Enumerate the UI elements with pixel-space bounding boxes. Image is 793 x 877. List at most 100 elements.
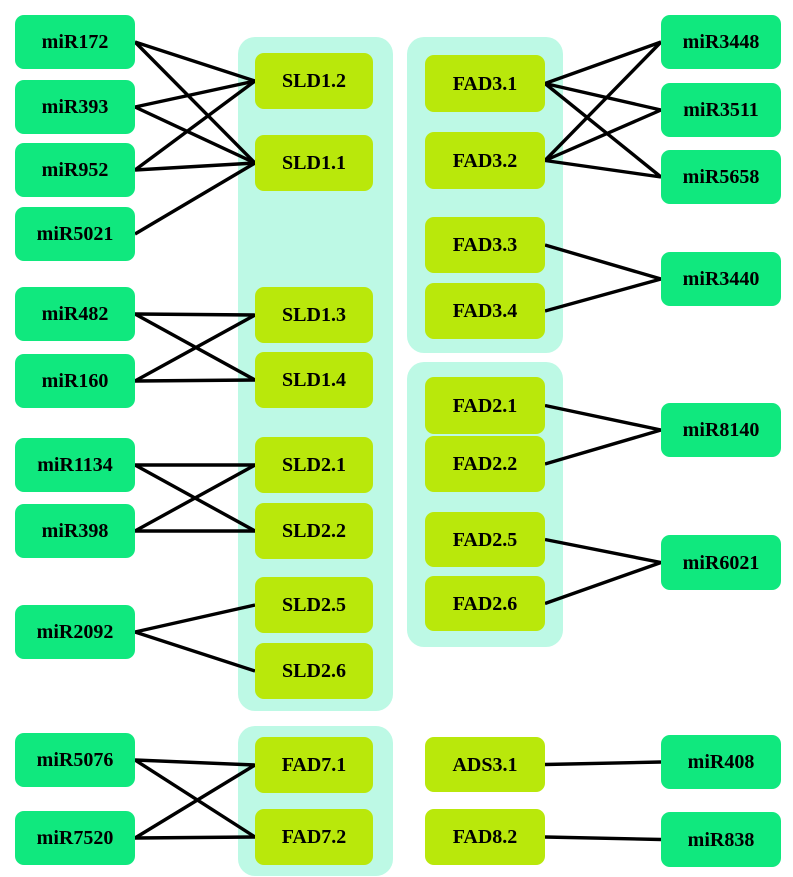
- node-label: miR3448: [682, 31, 760, 53]
- node-label: miR408: [687, 751, 755, 773]
- node-miR160[interactable]: miR160: [15, 354, 135, 408]
- node-miR8140[interactable]: miR8140: [661, 403, 781, 457]
- node-label: miR2092: [36, 621, 114, 643]
- node-FAD3.4[interactable]: FAD3.4: [425, 283, 545, 339]
- edge-FAD3.2-miR5658: [544, 158, 662, 179]
- node-miR393[interactable]: miR393: [15, 80, 135, 134]
- node-label: miR952: [41, 159, 109, 181]
- node-SLD1.4[interactable]: SLD1.4: [255, 352, 373, 408]
- node-FAD7.1[interactable]: FAD7.1: [255, 737, 373, 793]
- node-label: miR1134: [37, 454, 113, 476]
- node-label: miR393: [41, 96, 109, 118]
- node-label: FAD8.2: [452, 826, 518, 848]
- node-label: miR5658: [682, 166, 760, 188]
- node-label: FAD7.2: [281, 826, 347, 848]
- node-miR3448[interactable]: miR3448: [661, 15, 781, 69]
- node-label: FAD2.1: [452, 394, 518, 417]
- node-SLD2.1[interactable]: SLD2.1: [255, 437, 373, 493]
- node-FAD2.2[interactable]: FAD2.2: [425, 436, 545, 492]
- node-label: FAD2.5: [452, 528, 518, 551]
- node-miR5076[interactable]: miR5076: [15, 733, 135, 787]
- node-label: miR5021: [36, 223, 114, 245]
- node-label: SLD2.1: [282, 454, 346, 476]
- node-miR398[interactable]: miR398: [15, 504, 135, 558]
- node-ADS3.1[interactable]: ADS3.1: [425, 737, 545, 792]
- edge-miR2092-SLD2.5: [134, 603, 256, 634]
- node-FAD8.2[interactable]: FAD8.2: [425, 809, 545, 865]
- node-label: miR5076: [36, 749, 114, 771]
- node-SLD2.5[interactable]: SLD2.5: [255, 577, 373, 633]
- node-label: miR160: [41, 370, 109, 392]
- edge-miR5076-FAD7.1: [134, 758, 256, 767]
- node-FAD2.5[interactable]: FAD2.5: [425, 512, 545, 567]
- node-miR838[interactable]: miR838: [661, 812, 781, 867]
- node-label: miR3511: [683, 99, 759, 121]
- node-miR3511[interactable]: miR3511: [661, 83, 781, 137]
- node-miR408[interactable]: miR408: [661, 735, 781, 789]
- node-miR7520[interactable]: miR7520: [15, 811, 135, 865]
- node-label: miR6021: [682, 551, 760, 574]
- node-FAD7.2[interactable]: FAD7.2: [255, 809, 373, 865]
- node-label: FAD3.4: [452, 300, 518, 322]
- edge-FAD3.2-miR3448: [543, 40, 663, 162]
- node-label: miR7520: [36, 827, 114, 849]
- node-label: miR398: [41, 520, 109, 542]
- edge-FAD2.1-miR8140: [544, 403, 662, 432]
- node-label: miR172: [41, 31, 109, 53]
- edge-miR2092-SLD2.6: [134, 630, 256, 673]
- node-label: SLD2.5: [282, 594, 346, 616]
- node-label: SLD2.6: [282, 660, 346, 682]
- edge-miR7520-FAD7.1: [134, 763, 256, 840]
- node-FAD3.3[interactable]: FAD3.3: [425, 217, 545, 273]
- node-label: FAD3.3: [452, 234, 518, 256]
- edge-miR393-SLD1.1: [134, 105, 256, 165]
- node-label: FAD2.6: [452, 592, 518, 615]
- node-miR172[interactable]: miR172: [15, 15, 135, 69]
- node-label: FAD7.1: [281, 754, 347, 776]
- node-miR2092[interactable]: miR2092: [15, 605, 135, 659]
- node-label: miR8140: [682, 419, 760, 441]
- node-SLD1.2[interactable]: SLD1.2: [255, 53, 373, 109]
- edge-miR172-SLD1.1: [133, 40, 257, 165]
- node-SLD1.3[interactable]: SLD1.3: [255, 287, 373, 343]
- edge-FAD8.2-miR838: [544, 835, 662, 842]
- node-label: ADS3.1: [452, 753, 518, 776]
- node-label: FAD3.2: [452, 149, 518, 172]
- node-miR6021[interactable]: miR6021: [661, 535, 781, 590]
- edge-FAD2.5-miR6021: [544, 537, 662, 565]
- node-miR3440[interactable]: miR3440: [661, 252, 781, 306]
- node-label: SLD1.2: [282, 70, 346, 92]
- node-miR5021[interactable]: miR5021: [15, 207, 135, 261]
- node-miR952[interactable]: miR952: [15, 143, 135, 197]
- node-FAD3.1[interactable]: FAD3.1: [425, 55, 545, 112]
- edge-FAD3.1-miR3448: [544, 40, 662, 86]
- edge-miR952-SLD1.1: [134, 161, 256, 172]
- edge-FAD2.6-miR6021: [544, 560, 662, 606]
- node-label: SLD1.4: [282, 369, 346, 391]
- node-label: miR838: [687, 828, 755, 851]
- node-SLD2.6[interactable]: SLD2.6: [255, 643, 373, 699]
- edge-miR5076-FAD7.2: [134, 758, 256, 839]
- node-FAD2.1[interactable]: FAD2.1: [425, 377, 545, 434]
- edge-FAD3.3-miR3440: [544, 243, 662, 281]
- node-label: SLD2.2: [282, 520, 346, 542]
- edge-FAD3.1-miR3511: [544, 81, 662, 112]
- node-label: SLD1.3: [282, 304, 346, 326]
- node-label: FAD3.1: [452, 72, 518, 95]
- node-label: miR482: [41, 303, 109, 325]
- node-label: SLD1.1: [282, 152, 346, 174]
- edge-miR160-SLD1.3: [134, 313, 256, 383]
- node-FAD3.2[interactable]: FAD3.2: [425, 132, 545, 189]
- edge-miR5021-SLD1.1: [134, 161, 256, 236]
- edge-FAD3.2-miR3511: [544, 108, 662, 163]
- node-miR482[interactable]: miR482: [15, 287, 135, 341]
- node-FAD2.6[interactable]: FAD2.6: [425, 576, 545, 631]
- node-SLD2.2[interactable]: SLD2.2: [255, 503, 373, 559]
- edge-FAD3.4-miR3440: [544, 277, 662, 313]
- node-miR5658[interactable]: miR5658: [661, 150, 781, 204]
- node-miR1134[interactable]: miR1134: [15, 438, 135, 492]
- edge-miR482-SLD1.3: [134, 312, 256, 317]
- node-SLD1.1[interactable]: SLD1.1: [255, 135, 373, 191]
